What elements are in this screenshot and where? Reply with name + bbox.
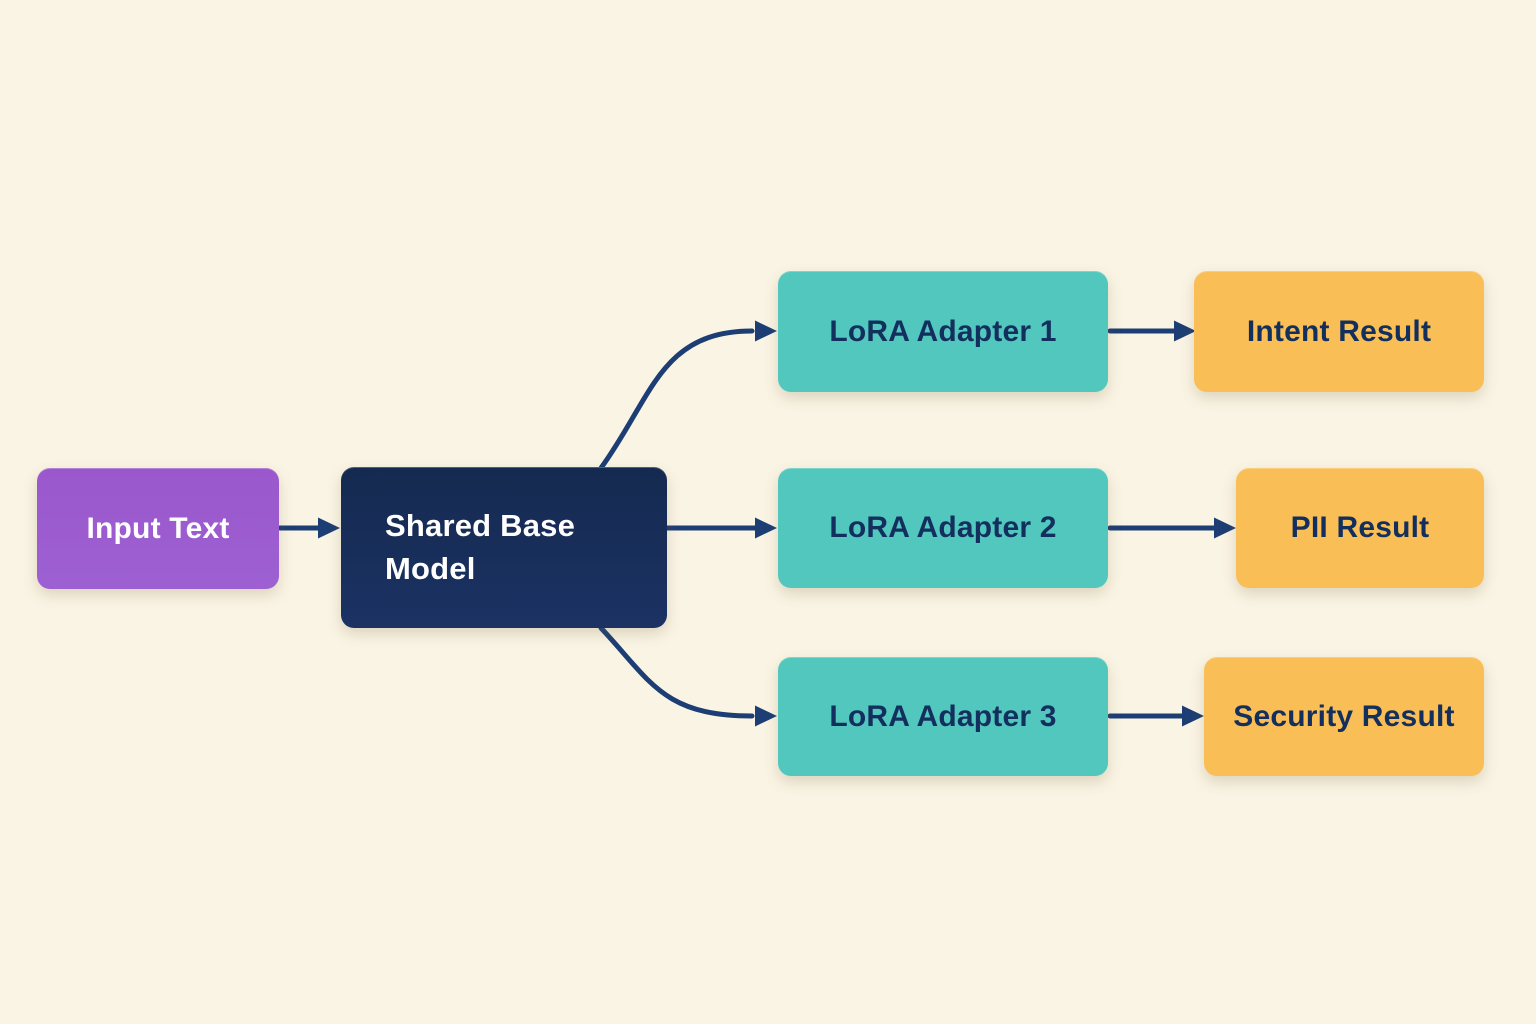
node-lora-adapter-2-label: LoRA Adapter 2 — [829, 511, 1057, 544]
node-lora-adapter-3-label: LoRA Adapter 3 — [829, 699, 1057, 733]
connector-adapter2-to-result2 — [1107, 517, 1236, 539]
node-lora-adapter-1-label: LoRA Adapter 1 — [829, 314, 1057, 348]
node-lora-adapter-3: LoRA Adapter 3 — [778, 657, 1108, 776]
node-security-result-label: Security Result — [1233, 699, 1455, 733]
connector-base-to-adapter1 — [598, 320, 777, 471]
node-input-text: Input Text — [37, 468, 279, 589]
connector-input-to-base — [277, 517, 340, 539]
node-security-result: Security Result — [1204, 657, 1484, 776]
connector-adapter1-to-result1 — [1107, 320, 1196, 342]
node-shared-base-model: Shared Base Model — [341, 467, 667, 628]
connector-adapter3-to-result3 — [1107, 705, 1204, 727]
node-shared-base-model-label: Shared Base Model — [385, 508, 576, 586]
node-intent-result-label: Intent Result — [1246, 314, 1432, 348]
node-lora-adapter-1: LoRA Adapter 1 — [778, 271, 1108, 392]
node-pii-result-label: PII Result — [1290, 511, 1430, 544]
connector-base-to-adapter2 — [664, 517, 777, 539]
connector-base-to-adapter3 — [598, 625, 777, 727]
node-lora-adapter-2: LoRA Adapter 2 — [778, 468, 1108, 588]
node-intent-result: Intent Result — [1194, 271, 1484, 392]
node-input-text-label: Input Text — [86, 511, 230, 545]
node-pii-result: PII Result — [1236, 468, 1484, 588]
